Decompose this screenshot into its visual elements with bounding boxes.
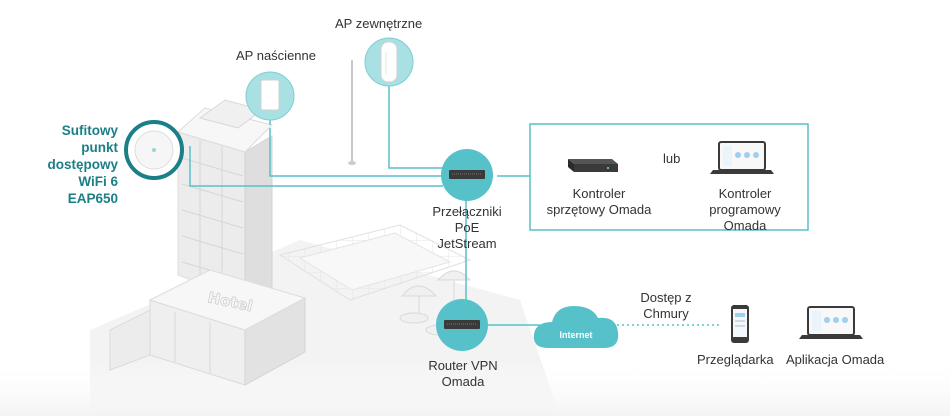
ceiling-ap-line-4: WiFi 6 [78, 174, 118, 189]
sw-controller-line-2: programowy [709, 202, 781, 217]
router-label: Router VPN Omada [421, 358, 505, 390]
app-label: Aplikacja Omada [786, 352, 885, 367]
switch-line-1: Przełączniki [432, 204, 502, 219]
software-controller-laptop-icon [710, 141, 774, 174]
internet-label: Internet [559, 330, 592, 340]
sw-controller-line-3: Omada [723, 218, 767, 233]
antenna-pole [348, 60, 356, 165]
switch-label: Przełączniki PoE JetStream [420, 204, 514, 252]
internet-cloud-icon [533, 306, 619, 348]
hw-controller-line-1: Kontroler [572, 186, 626, 201]
or-label: lub [663, 151, 681, 166]
ap-outdoor-label: AP zewnętrzne [335, 16, 423, 31]
hotel-building [109, 99, 307, 386]
phone-icon [731, 305, 749, 343]
cloud-access-label: Dostęp z Chmury [628, 290, 704, 322]
hw-controller-label: Kontroler sprzętowy Omada [543, 186, 655, 218]
switch-icon [441, 149, 493, 201]
cloud-access-line-2: Chmury [643, 306, 689, 321]
connection-lines [189, 85, 809, 326]
ceiling-ap-icon [124, 120, 184, 180]
pool-umbrellas [399, 270, 472, 336]
hardware-controller-icon [568, 159, 618, 172]
switch-line-3: JetStream [437, 236, 497, 251]
cloud-access-line-1: Dostęp z [640, 290, 692, 305]
router-icon [436, 299, 488, 351]
ceiling-ap-line-2: punkt [81, 140, 118, 155]
outdoor-ap-icon [364, 37, 414, 87]
sw-controller-line-1: Kontroler [718, 186, 772, 201]
ceiling-ap-line-5: EAP650 [67, 191, 118, 206]
app-laptop-icon [799, 306, 863, 339]
ceiling-ap-line-1: Sufitowy [61, 123, 118, 138]
browser-label: Przeglądarka [697, 352, 774, 367]
switch-line-2: PoE [454, 220, 480, 235]
ceiling-ap-line-3: dostępowy [47, 157, 118, 172]
router-line-2: Omada [441, 374, 485, 389]
router-line-1: Router VPN [428, 358, 498, 373]
ceiling-ap-label: Sufitowy punkt dostępowy WiFi 6 EAP650 [40, 122, 118, 207]
hw-controller-line-2: sprzętowy Omada [546, 202, 652, 217]
wall-ap-icon [245, 71, 295, 121]
sw-controller-label: Kontroler programowy Omada [698, 186, 792, 234]
ap-wall-label: AP naścienne [236, 48, 316, 63]
